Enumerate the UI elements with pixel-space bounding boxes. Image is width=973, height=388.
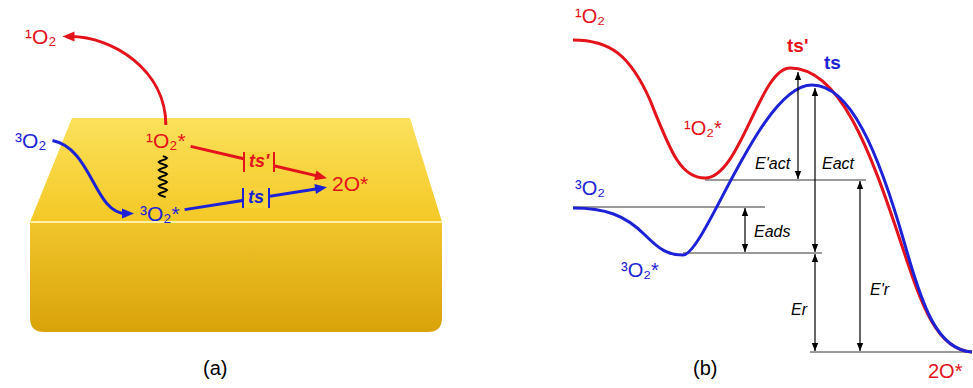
annotation-label: (b): [693, 357, 717, 379]
annotation-label: ts: [824, 53, 841, 74]
arrow-head: [314, 184, 327, 194]
arrow-head: [62, 32, 74, 42]
annotation-label: 2O*: [928, 360, 962, 382]
species-node: 2O*: [330, 171, 370, 196]
annotation-label: E'r: [870, 281, 889, 299]
species-label: 2O*: [332, 172, 368, 195]
annotation-label: Eads: [754, 223, 790, 241]
transition-state-label: ts': [243, 152, 275, 172]
annotation-label: Er: [791, 301, 807, 319]
reaction-arrow: [191, 146, 327, 180]
species-label: ¹O₂: [25, 25, 56, 48]
reaction-arrow: [159, 156, 167, 197]
annotation-label: ³O₂: [575, 177, 605, 199]
triplet-energy-curve: [573, 85, 972, 352]
species-label: ¹O₂*: [146, 129, 186, 152]
annotation-label: (a): [203, 357, 227, 379]
reaction-arrow: [52, 141, 134, 219]
annotation-label: Eact: [822, 155, 854, 173]
catalyst-slab: [30, 118, 442, 332]
species-node: ³O₂*: [138, 201, 182, 226]
annotation-label: ¹O₂*: [684, 117, 722, 139]
species-node: ¹O₂*: [144, 128, 188, 153]
arrow-head: [122, 209, 134, 219]
species-node: ³O₂: [13, 128, 48, 153]
reaction-arrow: [185, 184, 327, 210]
species-label: ³O₂*: [140, 202, 180, 225]
reaction-arrow: [62, 32, 165, 125]
energy-arrows: [745, 72, 860, 351]
singlet-energy-curve: [573, 40, 972, 352]
annotation-label: E'act: [755, 155, 790, 173]
transition-state-label: ts: [242, 188, 270, 208]
species-label: ³O₂: [15, 129, 46, 152]
annotation-label: ¹O₂: [575, 5, 605, 27]
annotation-label: ³O₂*: [621, 259, 659, 281]
species-node: ¹O₂: [23, 24, 58, 49]
annotation-label: ts': [787, 36, 808, 57]
arrow-head: [314, 171, 327, 181]
